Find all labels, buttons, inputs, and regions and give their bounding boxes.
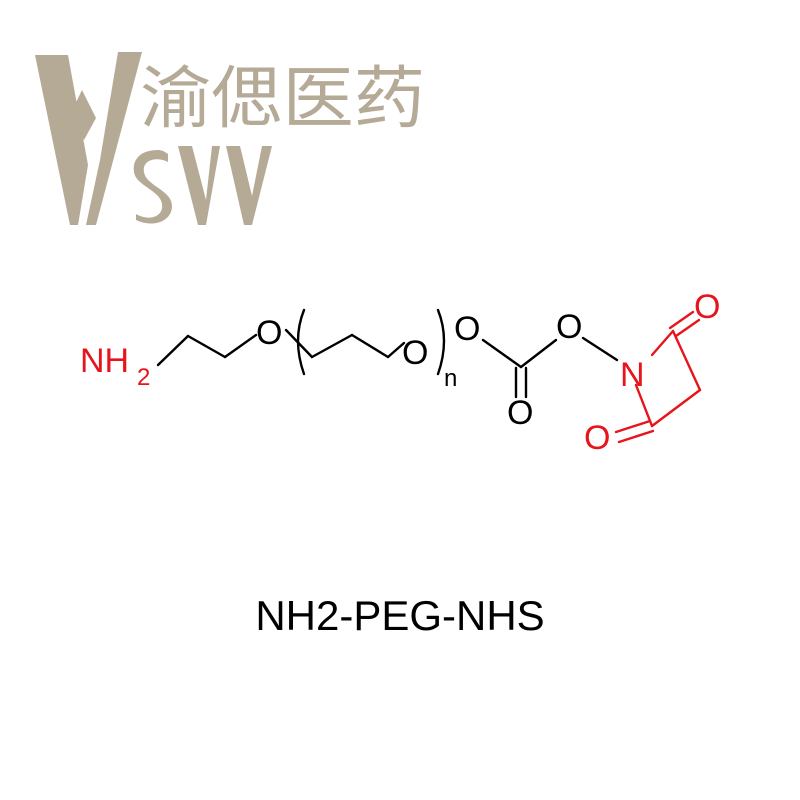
bond-cc-ob-1 (614, 419, 652, 434)
logo-w-right-v (226, 146, 272, 225)
logo-w-left-v (178, 146, 220, 225)
company-logo: 渝偲医药 (35, 52, 425, 225)
logo-s-letter (133, 150, 172, 224)
bond-c5-o2 (386, 341, 406, 359)
company-name: 渝偲医药 (140, 60, 425, 139)
logo-v-right-wing (86, 52, 142, 225)
imide-oxygen-top: O (694, 288, 720, 326)
chemical-structure: NH 2 O O n O O O N O O (80, 288, 720, 457)
logo-mark (35, 52, 272, 225)
bond-cc-ob-2 (617, 429, 655, 444)
repeat-bracket-right (436, 308, 446, 376)
bond-c3-c4 (310, 333, 354, 359)
bond-cc-n (634, 383, 654, 428)
bond-n-ca (650, 329, 675, 357)
bond-cb-cc (650, 388, 702, 428)
oxygen-atom-2: O (402, 334, 428, 372)
bond-ca-oa-2 (674, 318, 701, 338)
bond-ca-oa-1 (668, 310, 695, 330)
repeat-bracket-left (296, 308, 306, 376)
carbonyl-oxygen: O (507, 394, 533, 432)
logo-v-left-wing (35, 55, 88, 225)
repeat-subscript-n: n (444, 365, 457, 392)
oxygen-atom-3: O (454, 310, 480, 348)
amine-subscript: 2 (137, 364, 150, 391)
bond-c2-o1 (223, 333, 258, 359)
compound-name-caption: NH2-PEG-NHS (255, 592, 545, 639)
logo-v-notch (70, 90, 96, 140)
backbone-bonds (156, 308, 619, 399)
bond-ca-cb (671, 329, 702, 392)
bond-c1-c2 (186, 334, 227, 359)
bond-c6-o4 (519, 338, 558, 369)
bond-o4-n (581, 336, 619, 362)
bond-o3-c6 (481, 338, 523, 369)
bond-n-c1 (156, 334, 190, 367)
imide-oxygen-bottom: O (584, 419, 610, 457)
succinimide-ring (614, 310, 702, 444)
oxygen-atom-1: O (256, 314, 282, 352)
amine-nh-label: NH (80, 342, 129, 380)
imide-nitrogen: N (620, 356, 645, 394)
oxygen-atom-4: O (556, 308, 582, 346)
bond-c4-c5 (350, 333, 390, 359)
